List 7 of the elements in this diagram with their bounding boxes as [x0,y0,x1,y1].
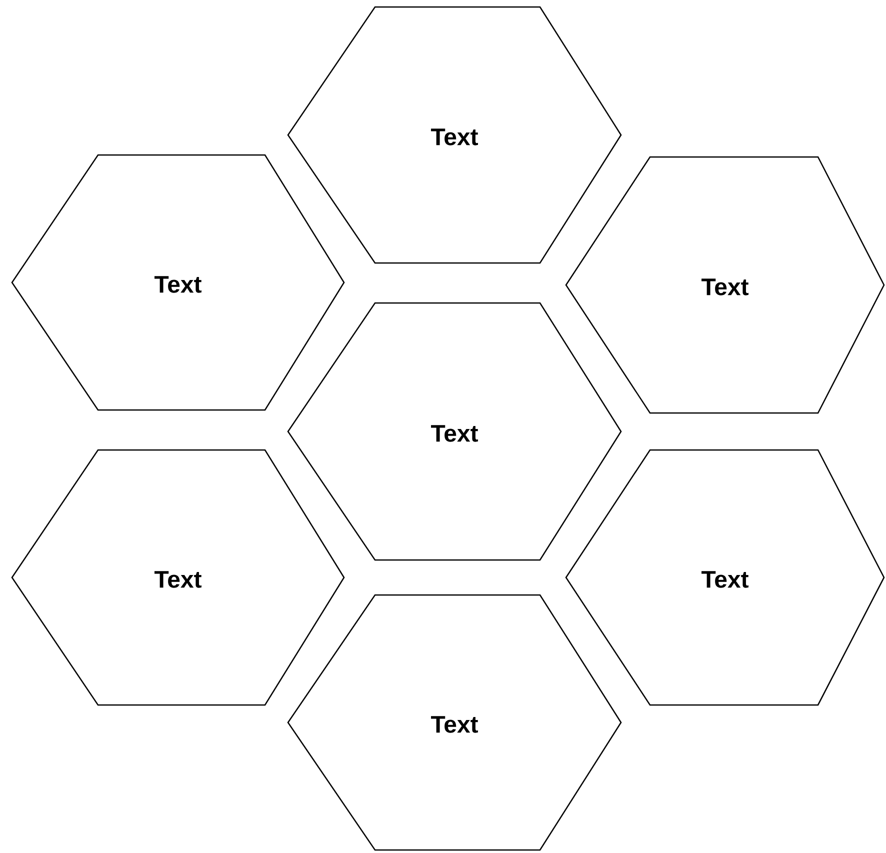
hexagon: Text [11,449,345,706]
hexagon: Text [287,302,622,561]
hexagon: Text [565,156,885,414]
hexagon: Text [11,154,345,411]
hexagon: Text [287,594,622,851]
hexagon: Text [565,449,885,706]
hexagon: Text [287,6,622,264]
